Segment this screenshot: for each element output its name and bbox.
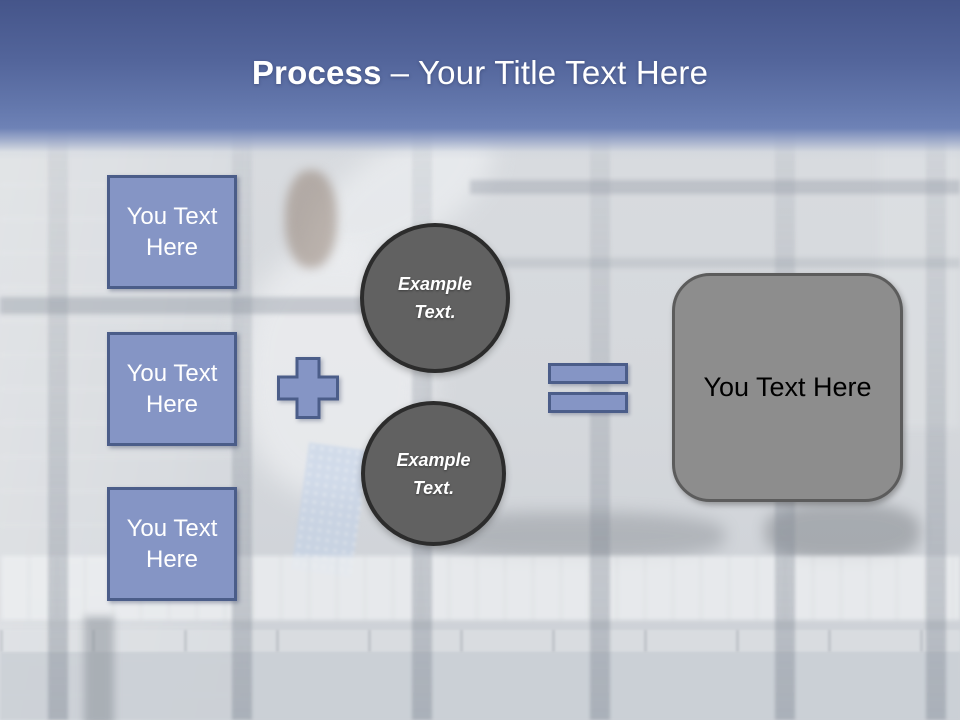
- slide-title-keyword: Process: [251, 54, 382, 91]
- slide-title-subtitle: – Your Title Text Here: [390, 54, 709, 91]
- bed-post: [84, 616, 114, 720]
- inmate-shoe: [765, 503, 920, 561]
- prison-bar: [232, 126, 252, 720]
- example-circle-1[interactable]: Example Text.: [360, 223, 510, 373]
- inmate-head: [285, 170, 337, 268]
- example-circle-2[interactable]: Example Text.: [361, 401, 506, 546]
- example-circle-1-label: Example Text.: [397, 274, 473, 322]
- input-box-1[interactable]: You Text Here: [107, 175, 237, 289]
- result-box[interactable]: You Text Here: [672, 273, 903, 502]
- horizontal-bar: [470, 258, 960, 268]
- input-box-3-label: You Text Here: [126, 515, 218, 573]
- horizontal-bar: [470, 180, 960, 194]
- equals-icon: [548, 363, 628, 413]
- result-box-label: You Text Here: [703, 372, 872, 402]
- floor: [0, 652, 960, 720]
- header-band: [0, 0, 960, 160]
- input-box-2[interactable]: You Text Here: [107, 332, 237, 446]
- slide-title[interactable]: Process– Your Title Text Here: [0, 54, 960, 92]
- equals-bottom-bar: [548, 392, 628, 413]
- prison-bar: [926, 126, 946, 720]
- prison-bar: [590, 126, 610, 720]
- input-box-2-label: You Text Here: [126, 360, 218, 418]
- input-box-3[interactable]: You Text Here: [107, 487, 237, 601]
- input-box-1-label: You Text Here: [126, 203, 218, 261]
- equals-top-bar: [548, 363, 628, 384]
- example-circle-2-label: Example Text.: [396, 449, 471, 498]
- plus-icon: [277, 357, 339, 419]
- bed-frame: [0, 630, 960, 652]
- horizontal-bar: [0, 297, 370, 314]
- prison-bar: [48, 126, 68, 720]
